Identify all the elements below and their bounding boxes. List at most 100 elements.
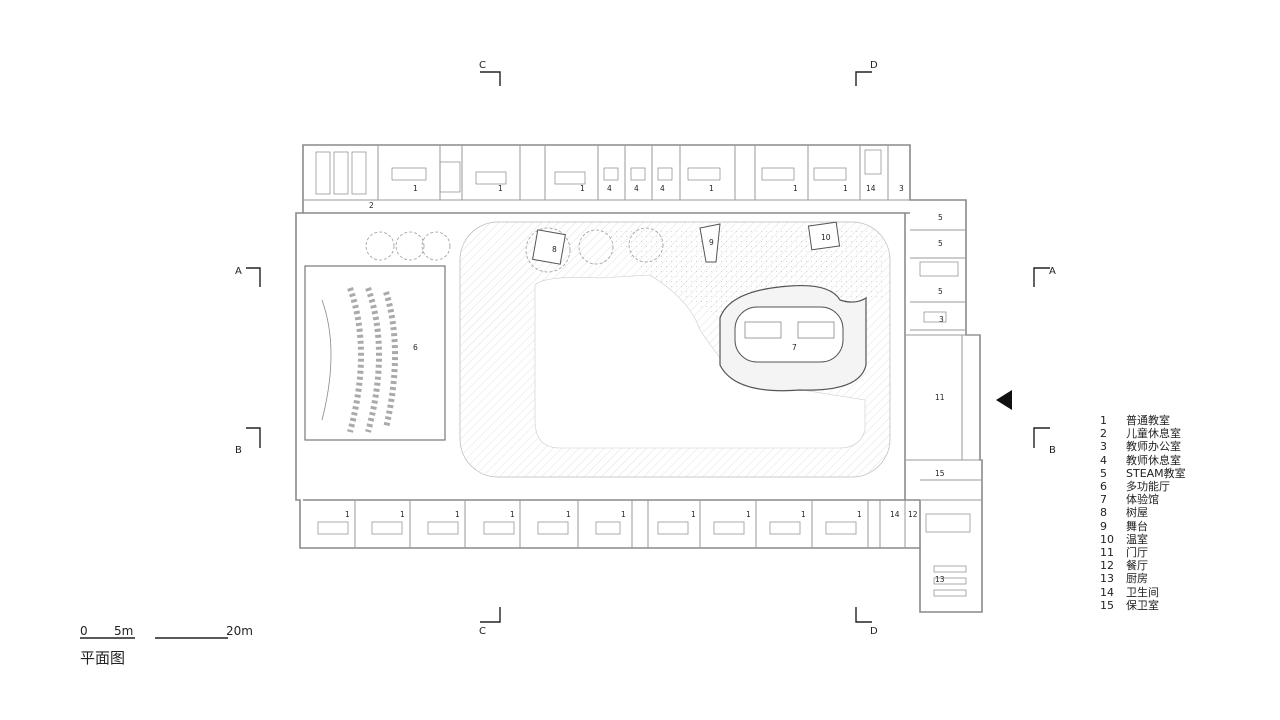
room-label: 1: [793, 184, 798, 193]
scale-mid-label: 5m: [114, 624, 134, 638]
room-label: 8: [552, 245, 557, 254]
plan-title: 平面图: [80, 649, 126, 667]
legend-row: 11 门厅: [1100, 546, 1186, 559]
room-label: 1: [345, 510, 350, 519]
legend-label: 教师休息室: [1126, 453, 1181, 467]
courtyard-trees: [365, 227, 664, 273]
legend-number: 7: [1100, 493, 1107, 507]
room-label: 5: [938, 213, 943, 222]
legend-row: 13 厨房: [1100, 572, 1186, 585]
room-label: 9: [709, 238, 714, 247]
section-mark-c-top: C: [479, 60, 486, 71]
building-walls: [295, 144, 983, 613]
courtyard-features: [532, 221, 841, 265]
room-label: 14: [890, 510, 900, 519]
section-mark-a-left: A: [235, 266, 242, 277]
legend-row: 9 舞台: [1100, 520, 1186, 533]
legend-row: 12 餐厅: [1100, 559, 1186, 572]
multi-function-hall: [304, 265, 446, 441]
legend-row: 5 STEAM教室: [1100, 467, 1186, 480]
room-label: 1: [746, 510, 751, 519]
room-label: 5: [938, 239, 943, 248]
legend-label: 卫生间: [1126, 585, 1159, 599]
room-labels: 2 1 1 1 4 4 4 1 1 1 14 3 5 5 5 3 6 7 8 9…: [345, 184, 945, 584]
room-label: 7: [792, 343, 797, 352]
room-label: 1: [691, 510, 696, 519]
room-label: 15: [935, 469, 945, 478]
legend-number: 9: [1100, 519, 1107, 533]
room-label: 14: [866, 184, 876, 193]
room-label: 1: [400, 510, 405, 519]
section-mark-d-bottom: D: [870, 626, 878, 637]
room-label: 6: [413, 343, 418, 352]
legend-label: 教师办公室: [1126, 440, 1181, 454]
room-label: 13: [935, 575, 945, 584]
legend-number: 14: [1100, 585, 1114, 599]
legend-label: STEAM教室: [1126, 466, 1186, 480]
scale-bar-labels: 0 5m 20m: [80, 622, 280, 672]
room-label: 3: [899, 184, 904, 193]
room-label: 10: [821, 233, 831, 242]
room-label: 4: [607, 184, 612, 193]
room-label: 1: [857, 510, 862, 519]
entrance-arrow-icon: [996, 390, 1012, 410]
room-label: 1: [566, 510, 571, 519]
legend-row: 10 温室: [1100, 533, 1186, 546]
room-label: 1: [621, 510, 626, 519]
section-mark-b-right: B: [1049, 445, 1056, 456]
bottom-room-furniture: [317, 521, 857, 535]
right-wing-rooms: [905, 229, 982, 597]
room-label: 11: [935, 393, 945, 402]
room-label: 1: [510, 510, 515, 519]
experience-pavilion: [719, 284, 867, 392]
legend-label: 舞台: [1126, 519, 1148, 533]
section-mark-d-top: D: [870, 60, 878, 71]
bottom-room-row: [354, 500, 906, 548]
room-label: 1: [801, 510, 806, 519]
legend-label: 餐厅: [1126, 559, 1148, 573]
legend-number: 2: [1100, 427, 1107, 441]
room-label: 1: [843, 184, 848, 193]
room-label: 5: [938, 287, 943, 296]
legend-label: 儿童休息室: [1126, 427, 1181, 441]
section-mark-b-left: B: [235, 445, 242, 456]
legend-number: 1: [1100, 414, 1107, 427]
legend-number: 11: [1100, 546, 1114, 560]
legend-number: 5: [1100, 466, 1107, 480]
legend-row: 14 卫生间: [1100, 586, 1186, 599]
room-label: 2: [369, 201, 374, 210]
room-label: 12: [908, 510, 918, 519]
legend-label: 普通教室: [1126, 414, 1170, 427]
scale-end-label: 20m: [226, 624, 253, 638]
top-room-row: [303, 145, 910, 201]
legend-number: 3: [1100, 440, 1107, 454]
legend-label: 门厅: [1126, 546, 1148, 560]
scale-zero-label: 0: [80, 624, 88, 638]
legend-number: 13: [1100, 572, 1114, 586]
legend-number: 6: [1100, 480, 1107, 494]
legend-label: 厨房: [1126, 572, 1148, 586]
legend-label: 树屋: [1126, 506, 1148, 520]
section-mark-c-bottom: C: [479, 626, 486, 637]
legend-row: 1 普通教室: [1100, 414, 1186, 427]
legend-row: 3 教师办公室: [1100, 440, 1186, 453]
legend-number: 15: [1100, 598, 1114, 612]
room-label: 1: [580, 184, 585, 193]
legend-label: 温室: [1126, 532, 1148, 546]
legend-number: 12: [1100, 559, 1114, 573]
legend-row: 15 保卫室: [1100, 599, 1186, 612]
room-label: 1: [498, 184, 503, 193]
room-label: 4: [634, 184, 639, 193]
legend-row: 8 树屋: [1100, 506, 1186, 519]
legend-number: 10: [1100, 532, 1114, 546]
legend-number: 8: [1100, 506, 1107, 520]
legend-number: 4: [1100, 453, 1107, 467]
top-room-furniture: [315, 149, 882, 195]
legend-label: 保卫室: [1126, 598, 1159, 612]
legend-row: 4 教师休息室: [1100, 454, 1186, 467]
room-label: 1: [709, 184, 714, 193]
